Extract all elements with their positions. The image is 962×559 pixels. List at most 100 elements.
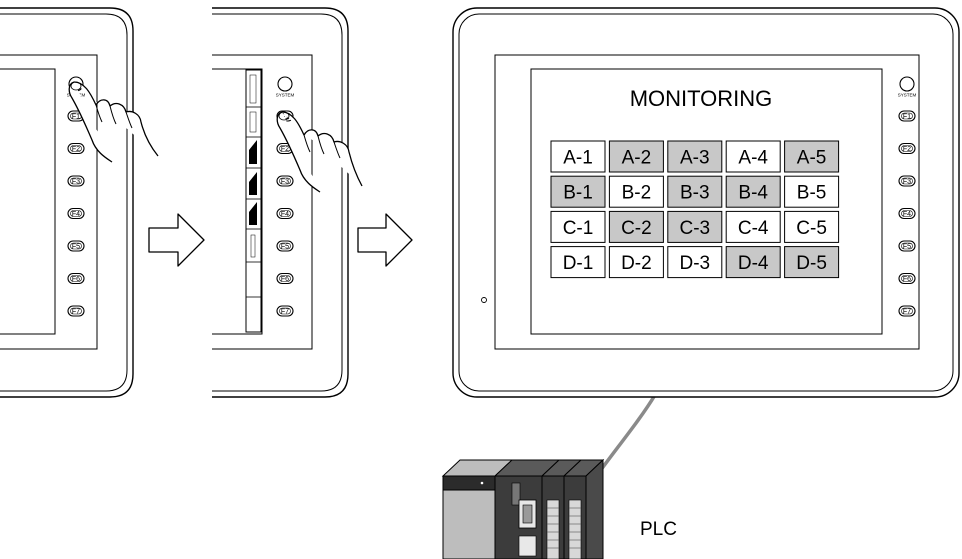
system-label: SYSTEM (276, 93, 295, 98)
status-grid: A-1 A-2 A-3 A-4 A-5B-1 B-2 B-3 B-4 B-5C-1 C-2 C-3 C… (550, 140, 840, 279)
status-cell (550, 175, 606, 208)
function-key-label: F5 (281, 243, 289, 250)
plc-label: PLC (640, 519, 677, 540)
status-cell (784, 175, 840, 208)
status-cell-label: B-4 (738, 183, 768, 204)
status-cell-label: C-1 (563, 218, 594, 239)
function-key-label: F2 (903, 146, 911, 153)
function-key-label: F7 (72, 308, 80, 315)
status-cell-label: A-1 (563, 148, 593, 169)
status-cell-label: A-2 (622, 148, 652, 169)
status-cell (725, 210, 781, 243)
status-cell (550, 140, 606, 173)
function-key-inner-ring (901, 112, 913, 120)
function-key-inner-ring (70, 145, 82, 152)
status-cell-label: B-3 (680, 183, 710, 204)
function-key-label: F7 (281, 308, 289, 315)
function-key-label: F6 (903, 276, 911, 283)
function-key-label: F4 (281, 211, 289, 218)
function-key-inner-ring (901, 177, 913, 185)
function-key-label: F2 (281, 146, 289, 153)
status-cell-label: A-3 (680, 148, 710, 169)
status-cell-label: D-5 (796, 253, 827, 274)
status-cell-label: C-5 (796, 218, 827, 239)
status-cell-label: D-2 (621, 253, 652, 274)
function-key-label: F3 (903, 178, 911, 185)
function-key-label: F6 (72, 276, 80, 283)
right-arrow-icon (357, 213, 413, 267)
status-cell-label: A-4 (738, 148, 768, 169)
status-cell (550, 246, 606, 279)
status-cell (608, 175, 664, 208)
status-cell (784, 246, 840, 279)
function-key-label: F3 (72, 178, 80, 185)
system-button[interactable] (899, 76, 915, 92)
function-key-label: F1 (903, 113, 911, 120)
status-cell-label: D-3 (679, 253, 710, 274)
system-button[interactable] (277, 76, 293, 92)
function-key-label: F7 (903, 308, 911, 315)
status-cell (667, 175, 723, 208)
pointing-hand-icon (276, 111, 363, 193)
status-cell (550, 210, 606, 243)
screen-title: MONITORING (630, 86, 773, 111)
function-key-inner-ring (901, 145, 913, 152)
right-arrow-icon (148, 213, 205, 267)
function-key-inner-ring (279, 242, 291, 250)
status-cell-label: D-1 (563, 253, 594, 274)
function-key-label: F1 (281, 113, 289, 120)
status-cell-label: C-4 (738, 218, 769, 239)
status-cell (608, 140, 664, 173)
function-key-label: F5 (72, 243, 80, 250)
status-cell (725, 140, 781, 173)
status-cell (725, 246, 781, 279)
status-cell-label: C-2 (621, 218, 652, 239)
function-key-inner-ring (70, 242, 82, 250)
function-key-label: F2 (72, 146, 80, 153)
function-key-inner-ring (279, 177, 291, 185)
function-key-label: F6 (281, 276, 289, 283)
status-cell (667, 210, 723, 243)
status-cell-label: C-3 (679, 218, 710, 239)
status-cell-label: B-5 (797, 183, 827, 204)
function-key-label: F4 (903, 211, 911, 218)
function-key-inner-ring (70, 210, 82, 217)
plc-unit (441, 458, 605, 559)
function-key-inner-ring (901, 210, 913, 217)
status-cell (667, 140, 723, 173)
power-indicator (481, 297, 487, 303)
function-key-inner-ring (70, 307, 82, 315)
function-key-inner-ring (279, 275, 291, 282)
function-key-inner-ring (901, 242, 913, 250)
status-cell (725, 175, 781, 208)
function-key-label: F4 (72, 211, 80, 218)
function-key-inner-ring (279, 307, 291, 315)
function-key-inner-ring (70, 275, 82, 282)
function-key-label: F3 (281, 178, 289, 185)
function-key-inner-ring (279, 210, 291, 217)
status-cell-label: D-4 (738, 253, 769, 274)
status-cell-label: B-2 (622, 183, 652, 204)
function-key-label: F1 (72, 113, 80, 120)
status-cell-label: A-5 (797, 148, 827, 169)
system-label: SYSTEM (898, 93, 917, 98)
system-menu-bar (245, 69, 262, 333)
status-cell (608, 246, 664, 279)
status-cell (784, 210, 840, 243)
status-cell (667, 246, 723, 279)
function-key-label: F5 (903, 243, 911, 250)
status-cell (608, 210, 664, 243)
function-key-inner-ring (901, 275, 913, 282)
pointing-hand-icon (68, 81, 159, 163)
status-cell (784, 140, 840, 173)
status-cell-label: B-1 (563, 183, 593, 204)
function-key-inner-ring (70, 177, 82, 185)
function-key-inner-ring (901, 307, 913, 315)
hmi-panel-3: MONITORING A-1 A-2 A-3 A-4 A-5B-1 B-2 B-3 B-4 B-… (452, 7, 960, 398)
